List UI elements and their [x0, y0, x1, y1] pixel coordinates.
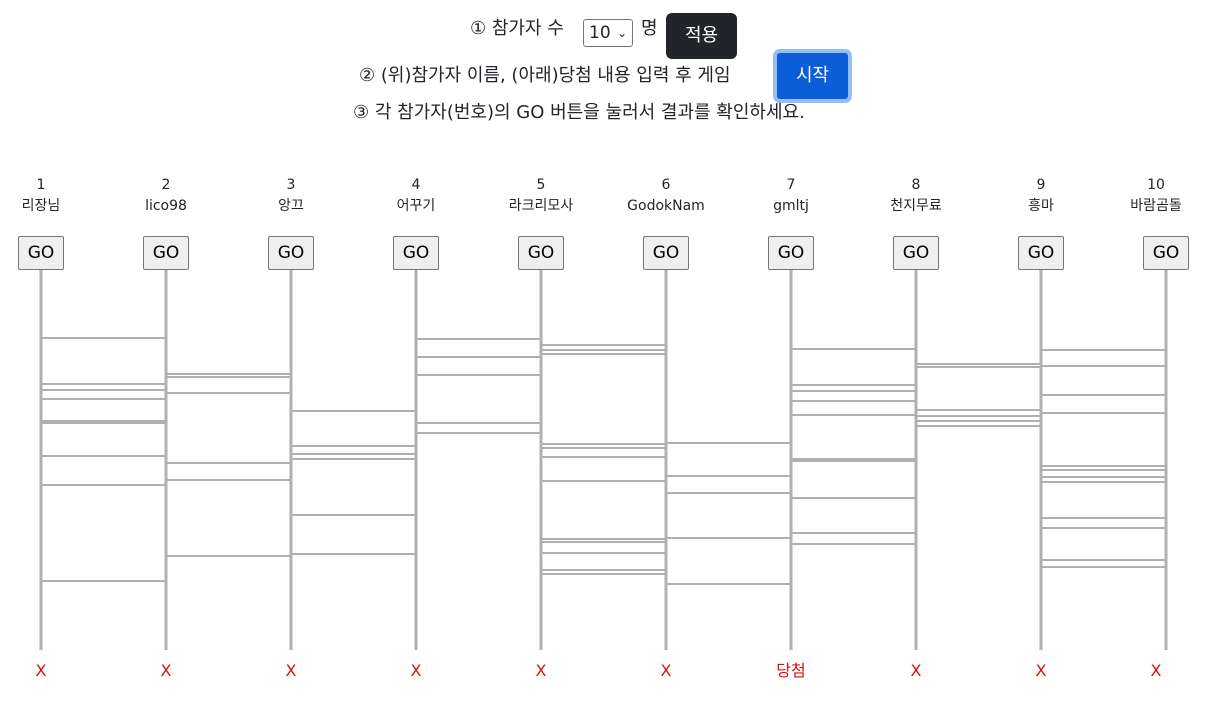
start-button[interactable]: 시작: [773, 49, 852, 103]
go-button[interactable]: GO: [768, 236, 814, 270]
chevron-down-icon: ⌄: [616, 26, 627, 40]
result-label[interactable]: X: [1035, 661, 1047, 680]
result-label[interactable]: X: [160, 661, 172, 680]
result-label[interactable]: X: [910, 661, 922, 680]
go-button[interactable]: GO: [643, 236, 689, 270]
participant-count-select[interactable]: 10 ⌄: [583, 19, 633, 47]
step3-label: ③ 각 참가자(번호)의 GO 버튼을 눌러서 결과를 확인하세요.: [353, 102, 805, 123]
participant-number: 3: [286, 177, 296, 193]
participant-name[interactable]: gmltj: [773, 198, 809, 214]
ladder-verticals: [39, 270, 1168, 650]
go-button[interactable]: GO: [18, 236, 64, 270]
go-button[interactable]: GO: [143, 236, 189, 270]
count-unit-label: 명: [641, 18, 658, 39]
participant-number: 4: [411, 177, 421, 193]
go-button[interactable]: GO: [893, 236, 939, 270]
result-label[interactable]: X: [35, 661, 47, 680]
result-label[interactable]: X: [1150, 661, 1162, 680]
go-button[interactable]: GO: [393, 236, 439, 270]
participant-name[interactable]: GodokNam: [627, 198, 705, 214]
result-label[interactable]: 당첨: [776, 661, 806, 680]
ladder-rungs: [41, 337, 1166, 585]
participant-name[interactable]: 바람곰돌: [1130, 198, 1182, 214]
participant-name[interactable]: lico98: [145, 198, 187, 214]
step1-label: ① 참가자 수: [470, 18, 564, 39]
go-button[interactable]: GO: [1018, 236, 1064, 270]
step1-row: ① 참가자 수 10 ⌄ 명 적용: [0, 7, 1212, 59]
step3-row: ③ 각 참가자(번호)의 GO 버튼을 눌러서 결과를 확인하세요.: [0, 100, 1212, 126]
go-button[interactable]: GO: [268, 236, 314, 270]
participant-number: 7: [786, 177, 796, 193]
participant-number: 8: [911, 177, 921, 193]
participant-name[interactable]: 앙끄: [278, 198, 304, 214]
participant-name[interactable]: 흥마: [1028, 198, 1054, 214]
participant-count-value: 10: [589, 23, 611, 43]
result-label[interactable]: X: [660, 661, 672, 680]
participant-name[interactable]: 리장님: [21, 198, 61, 214]
participant-name[interactable]: 라크리모사: [508, 198, 574, 214]
participant-number: 10: [1147, 177, 1165, 193]
result-label[interactable]: X: [535, 661, 547, 680]
step2-label: ② (위)참가자 이름, (아래)당첨 내용 입력 후 게임: [359, 65, 731, 86]
participant-name[interactable]: 천지무료: [890, 198, 942, 214]
go-button[interactable]: GO: [518, 236, 564, 270]
participant-number: 6: [661, 177, 671, 193]
participant-number: 9: [1036, 177, 1046, 193]
participant-number: 5: [536, 177, 546, 193]
step2-row: ② (위)참가자 이름, (아래)당첨 내용 입력 후 게임: [0, 52, 1212, 100]
participant-number: 1: [36, 177, 46, 193]
result-label[interactable]: X: [410, 661, 422, 680]
go-button[interactable]: GO: [1143, 236, 1189, 270]
participant-number: 2: [161, 177, 171, 193]
participant-name[interactable]: 어꾸기: [396, 198, 436, 214]
apply-button[interactable]: 적용: [666, 13, 737, 59]
result-label[interactable]: X: [285, 661, 297, 680]
